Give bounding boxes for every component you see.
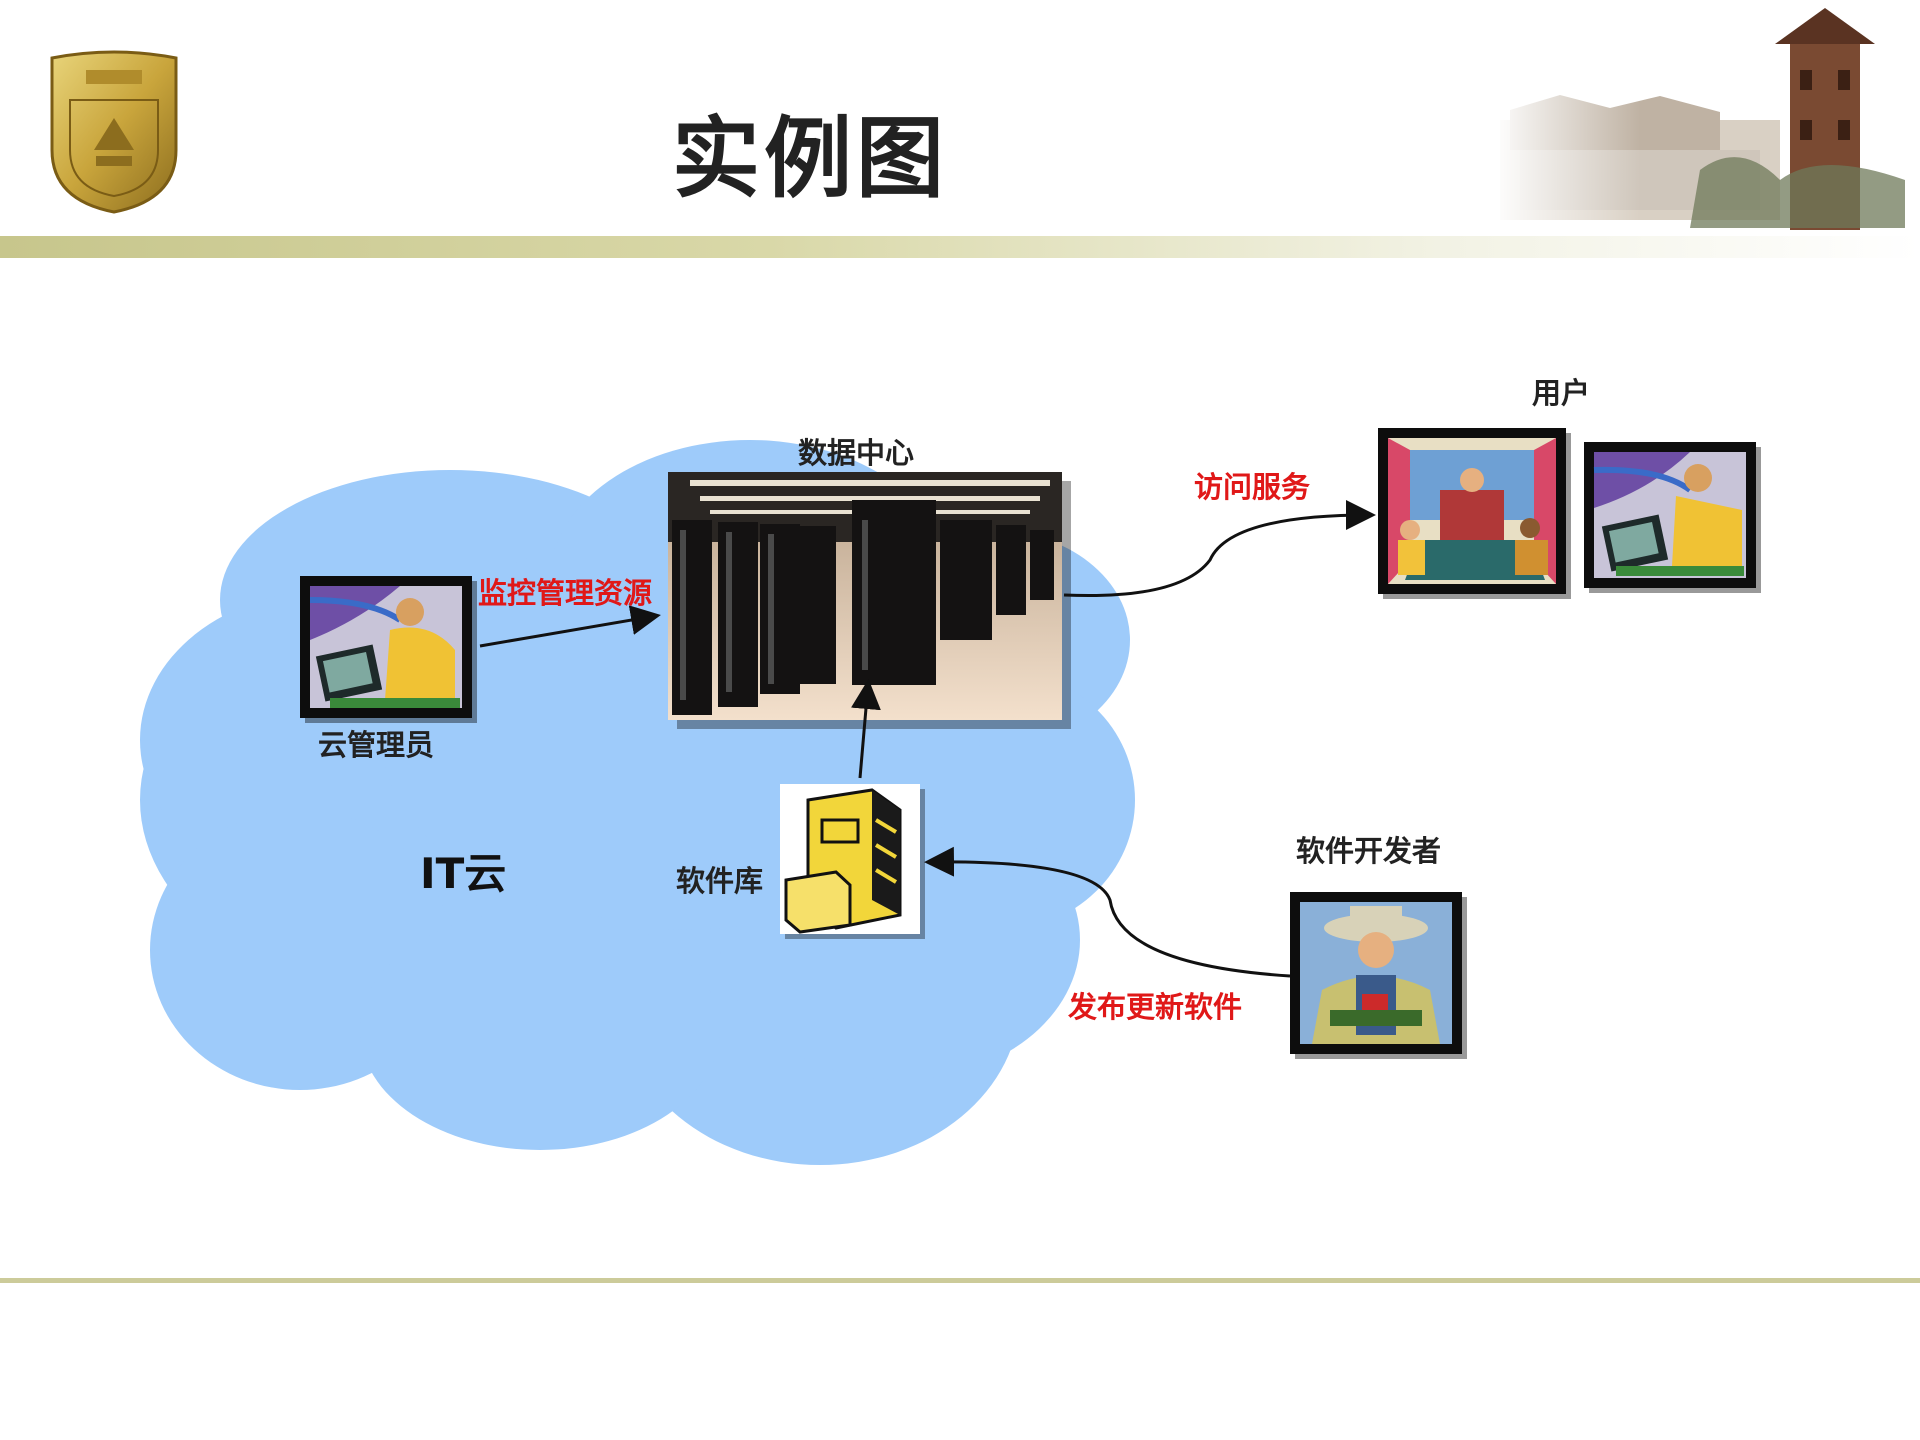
edge-label-access: 访问服务 bbox=[1194, 470, 1311, 504]
slide-title: 实例图 bbox=[671, 106, 948, 210]
label-users: 用户 bbox=[1532, 376, 1591, 410]
label-admin: 云管理员 bbox=[318, 728, 435, 762]
header-band bbox=[0, 236, 1920, 258]
label-datacenter: 数据中心 bbox=[798, 436, 915, 470]
footer-line bbox=[0, 1278, 1920, 1283]
label-repo: 软件库 bbox=[676, 864, 764, 898]
edge-label-monitor: 监控管理资源 bbox=[478, 576, 653, 610]
label-developer: 软件开发者 bbox=[1296, 834, 1442, 868]
cloud-label: IT云 bbox=[420, 849, 507, 898]
edge-label-publish: 发布更新软件 bbox=[1068, 990, 1243, 1024]
